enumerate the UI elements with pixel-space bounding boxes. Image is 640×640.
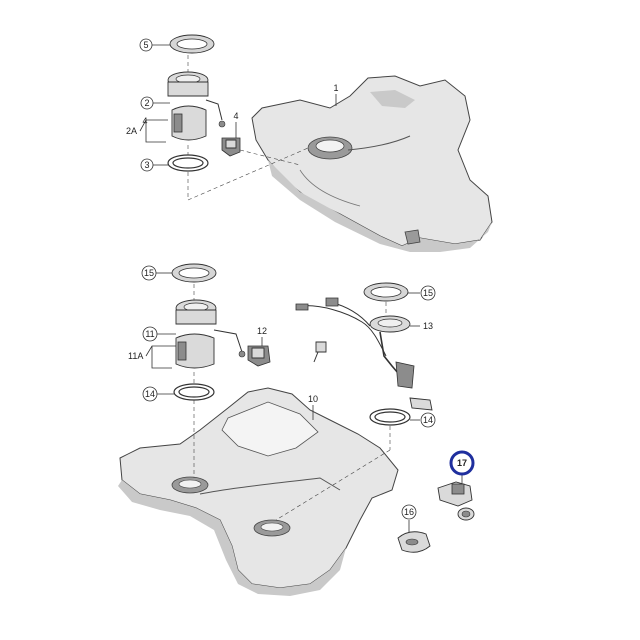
svg-text:14: 14 [145,389,155,399]
callout-11: 11 [142,326,158,342]
upper-fuel-tank [251,75,493,252]
locking-ring-15-right [363,282,409,302]
svg-text:2A: 2A [126,126,137,136]
svg-text:11A: 11A [128,351,143,361]
svg-text:12: 12 [257,326,267,336]
seal-ring-14-left [173,383,215,401]
callout-10: 10 [308,394,318,404]
cover-16 [397,531,431,553]
callout-2: 2 [140,96,154,110]
svg-text:5: 5 [143,40,148,50]
fuel-sender-unit-13 [295,297,433,411]
callout-13: 13 [423,321,433,331]
seal-ring-3 [167,154,209,172]
callout-4: 4 [233,111,238,121]
svg-text:16: 16 [404,507,414,517]
svg-text:3: 3 [144,160,149,170]
fuel-sender-unit-11 [175,299,246,369]
lower-fuel-tank [118,387,399,596]
fuel-sender-unit-2 [167,71,226,141]
svg-text:4: 4 [142,116,147,126]
svg-text:4: 4 [233,111,238,121]
locking-ring-5 [169,34,215,54]
callout-12: 12 [257,326,267,336]
lower-assembly [118,263,475,596]
svg-text:10: 10 [308,394,318,404]
svg-text:11: 11 [145,329,154,339]
callout-11a: 11A [128,351,143,361]
callout-1: 1 [333,83,338,93]
seal-ring-14-right [369,408,411,426]
svg-text:2: 2 [144,98,149,108]
locking-ring-15-left [171,263,217,283]
svg-text:13: 13 [423,321,433,331]
callout-15-right: 15 [420,285,436,301]
callout-5: 5 [139,38,153,52]
svg-text:17: 17 [457,458,467,468]
callout-labels: 5 2 2A 4 3 4 1 15 11 11A [126,38,475,520]
callout-4-upper-left: 4 [142,116,147,126]
bracket-4 [221,137,241,157]
callout-15-left: 15 [141,265,157,281]
callout-16: 16 [401,504,417,520]
callout-14-right: 14 [420,412,436,428]
svg-text:14: 14 [423,415,433,425]
svg-text:15: 15 [423,288,433,298]
upper-assembly [139,34,493,252]
callout-2a: 2A [126,126,137,136]
svg-text:15: 15 [144,268,154,278]
callout-17-highlighted: 17 [449,450,475,476]
sensor-17 [437,481,475,521]
callout-3: 3 [140,158,154,172]
bracket-12 [247,345,271,367]
callout-14-left: 14 [142,386,158,402]
svg-text:1: 1 [333,83,338,93]
